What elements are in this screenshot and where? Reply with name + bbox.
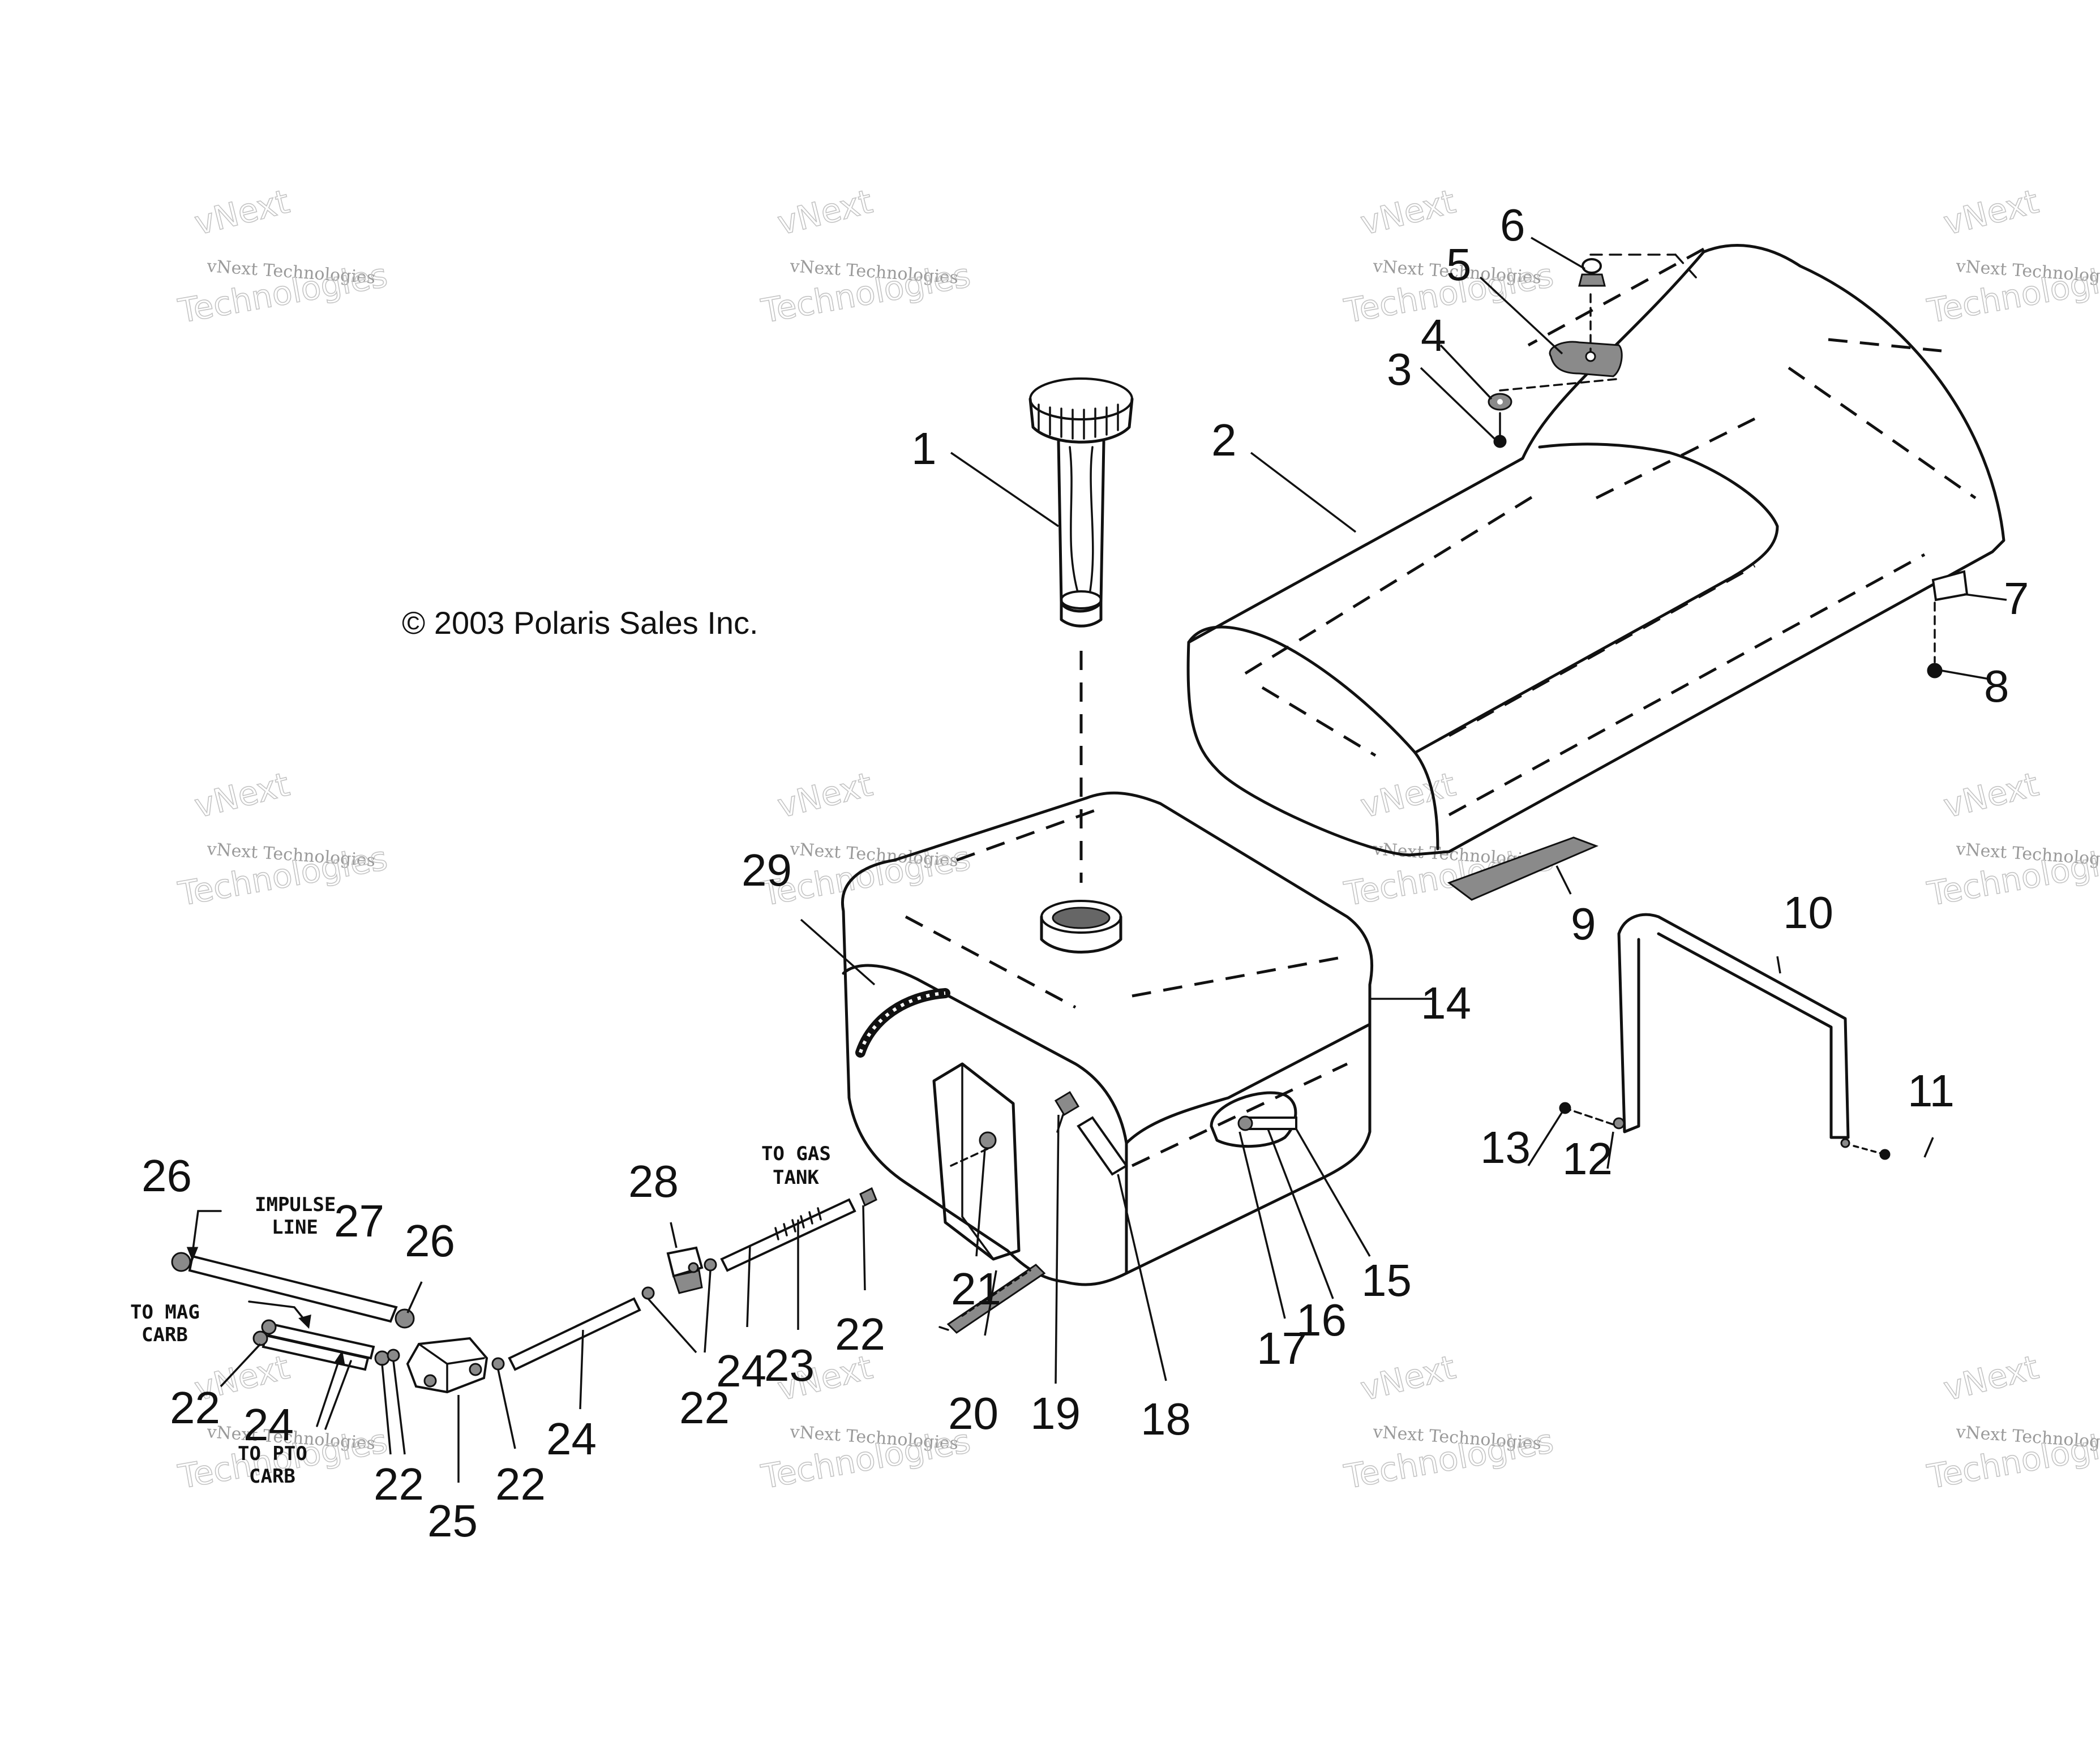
bracket-nut [1559, 1102, 1571, 1114]
callout-18: 18 [1141, 1394, 1191, 1444]
callout-6: 6 [1500, 200, 1525, 250]
callout-22-lower: 22 [374, 1459, 424, 1509]
callout-27: 27 [334, 1196, 384, 1246]
svg-text:vNext: vNext [1357, 1348, 1459, 1409]
watermark: vNext vNext Technologies Technologies [1924, 765, 2100, 914]
callout-5: 5 [1446, 239, 1472, 290]
screw [1493, 412, 1507, 448]
bracket-screw [1853, 1145, 1891, 1160]
svg-text:vNext: vNext [774, 182, 876, 243]
callout-15: 15 [1361, 1255, 1412, 1306]
callout-2: 2 [1211, 415, 1237, 465]
callout-26-left: 26 [142, 1150, 192, 1201]
callout-4: 4 [1421, 310, 1446, 360]
callout-21: 21 [951, 1264, 1001, 1314]
svg-text:vNext: vNext [1357, 765, 1459, 826]
callout-22-tank-end: 22 [835, 1309, 885, 1359]
svg-text:vNext: vNext [774, 765, 876, 826]
svg-text:vNext: vNext [191, 182, 293, 243]
tank-hose [1077, 1116, 1128, 1176]
watermark: vNext vNext Technologies Technologies [758, 182, 974, 331]
callout-10: 10 [1783, 887, 1833, 938]
callout-28: 28 [628, 1156, 679, 1206]
note-impulse-line: IMPULSE LINE [255, 1193, 336, 1239]
washer [1488, 393, 1512, 411]
svg-text:vNext: vNext [1940, 182, 2042, 243]
callout-13: 13 [1480, 1122, 1531, 1173]
callout-24-filter: 24 [716, 1346, 766, 1396]
svg-text:IMPULSE: IMPULSE [255, 1193, 336, 1216]
seat-pad [1447, 836, 1599, 901]
fuel-line-assembly [171, 1187, 877, 1394]
svg-text:vNext: vNext [1940, 1348, 2042, 1409]
watermark: vNext vNext Technologies Technologies [1924, 1347, 2100, 1497]
callout-23: 23 [764, 1340, 815, 1390]
latch-nut [1578, 258, 1606, 287]
callout-8: 8 [1984, 661, 2009, 711]
callout-7: 7 [2004, 573, 2029, 624]
callout-22-pump: 22 [495, 1459, 546, 1509]
callout-22-filter: 22 [679, 1382, 730, 1433]
callout-19: 19 [1030, 1388, 1081, 1439]
callout-25: 25 [427, 1496, 478, 1546]
seat-latch [1499, 254, 1702, 392]
note-to-gas-tank: TO GAS TANK [761, 1143, 831, 1189]
tank-bracket [1567, 913, 1850, 1148]
seat-bolt [1927, 663, 1943, 679]
panel-grommet [950, 1131, 997, 1167]
svg-text:TANK: TANK [773, 1166, 819, 1189]
vent-hose [855, 988, 950, 1058]
callout-22-left: 22 [170, 1382, 220, 1433]
pickup-fitting [1237, 1115, 1297, 1131]
copyright-text: © 2003 Polaris Sales Inc. [402, 605, 758, 641]
svg-text:TO GAS: TO GAS [761, 1143, 831, 1165]
note-to-mag-carb: TO MAG CARB [130, 1301, 200, 1346]
svg-text:TO PTO: TO PTO [238, 1442, 307, 1465]
note-to-pto-carb: TO PTO CARB [238, 1442, 307, 1488]
watermark: vNext vNext Technologies Technologies [175, 765, 391, 914]
callout-9: 9 [1571, 899, 1596, 949]
callout-24-hose: 24 [546, 1414, 597, 1464]
svg-text:vNext: vNext [1940, 765, 2042, 826]
callout-11: 11 [1908, 1066, 1955, 1116]
callout-20: 20 [948, 1388, 998, 1439]
fuel-filler-neck [1028, 377, 1134, 628]
watermark-layer: vNext vNext Technologies Technologies vN… [175, 182, 2100, 1497]
watermark: vNext vNext Technologies Technologies [1341, 1347, 1557, 1497]
watermark: vNext vNext Technologies Technologies [1341, 765, 1557, 914]
callout-3: 3 [1387, 344, 1412, 394]
svg-text:CARB: CARB [249, 1465, 295, 1488]
watermark: vNext vNext Technologies Technologies [175, 182, 391, 331]
callout-1: 1 [911, 423, 937, 474]
note-arrows [186, 1210, 352, 1430]
tank-strap [938, 1264, 1046, 1334]
callout-26-right: 26 [405, 1216, 455, 1266]
seat-bracket [1931, 570, 1969, 663]
svg-text:vNext: vNext [191, 765, 293, 826]
svg-text:vNext: vNext [1357, 182, 1459, 243]
callout-17: 17 [1257, 1323, 1307, 1373]
callout-24-carb: 24 [243, 1399, 294, 1450]
leader-lines [220, 237, 2007, 1483]
callout-12: 12 [1562, 1133, 1613, 1184]
callout-14: 14 [1421, 978, 1471, 1028]
seat [1186, 244, 2005, 857]
callout-labels: 1 2 3 4 5 6 7 8 9 10 11 12 13 14 15 16 1… [142, 200, 2029, 1546]
watermark: vNext vNext Technologies Technologies [1924, 182, 2100, 331]
svg-text:CARB: CARB [142, 1324, 188, 1346]
callout-29: 29 [742, 845, 792, 895]
fuel-tank [841, 791, 1374, 1286]
svg-text:TO MAG: TO MAG [130, 1301, 200, 1324]
svg-text:LINE: LINE [272, 1216, 318, 1239]
callout-16: 16 [1296, 1295, 1347, 1345]
